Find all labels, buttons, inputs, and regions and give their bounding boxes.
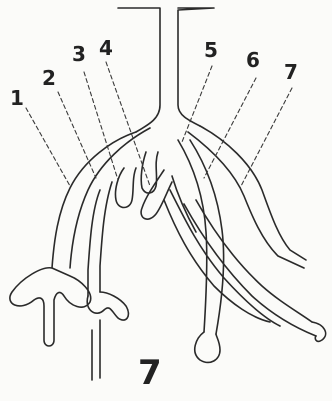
figure-number: 7 xyxy=(138,356,162,390)
bulb-3 xyxy=(115,168,136,208)
label-7: 7 xyxy=(284,62,298,82)
right-branch-inner xyxy=(188,132,304,268)
trunk-right-wall xyxy=(178,8,214,126)
leader-1 xyxy=(26,108,70,186)
left-fork-tip xyxy=(87,292,128,320)
left-paw xyxy=(10,268,91,346)
label-2: 2 xyxy=(42,68,56,88)
label-5: 5 xyxy=(204,40,218,60)
leader-2 xyxy=(58,92,96,178)
label-4: 4 xyxy=(99,38,113,58)
bulb-4 xyxy=(141,152,158,193)
left-long-strand xyxy=(92,320,100,380)
right-limb-d xyxy=(184,204,316,336)
right-branch-outer xyxy=(200,126,306,260)
leader-7 xyxy=(240,88,292,188)
right-paw xyxy=(195,332,220,362)
left-fork-inner xyxy=(100,182,112,292)
label-3: 3 xyxy=(72,44,86,64)
label-6: 6 xyxy=(246,50,260,70)
left-fork-outer xyxy=(88,190,100,296)
leader-3 xyxy=(84,72,118,180)
label-1: 1 xyxy=(10,88,24,108)
leader-4 xyxy=(106,62,150,186)
left-branch-outer xyxy=(52,132,136,268)
right-tip xyxy=(312,322,326,341)
trunk-left-wall xyxy=(118,8,160,132)
left-branch-inner xyxy=(70,128,150,268)
leader-6 xyxy=(204,78,256,178)
